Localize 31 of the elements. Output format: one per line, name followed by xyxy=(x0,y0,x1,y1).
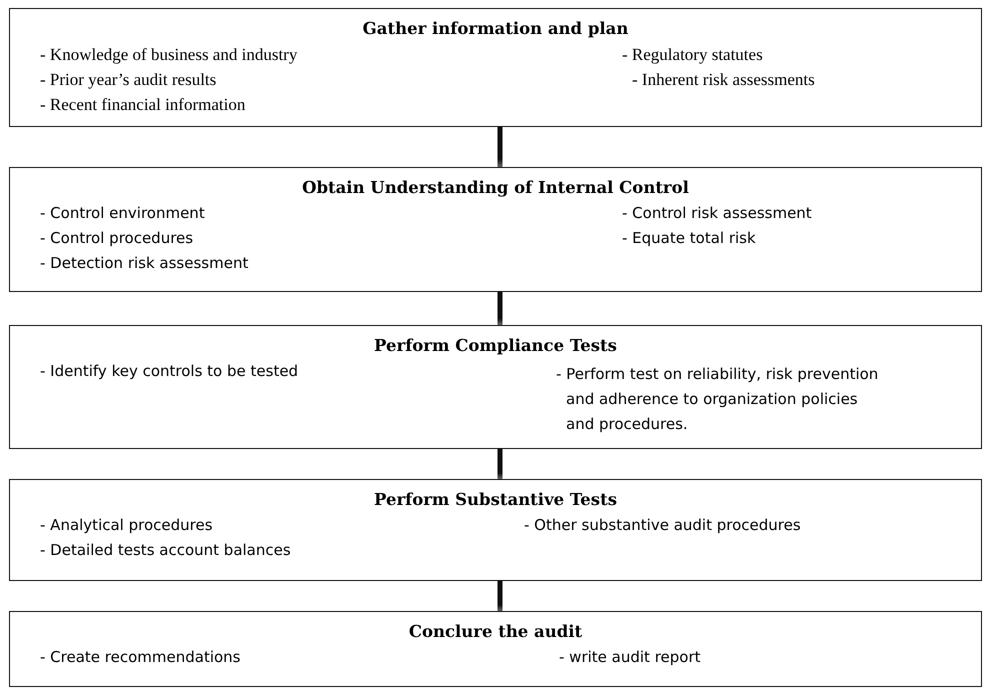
step-heading: Perform Substantive Tests xyxy=(372,490,618,509)
bullet-item: - Control risk assessment xyxy=(622,204,812,222)
step-heading: Perform Compliance Tests xyxy=(373,336,618,355)
bullet-item: - Equate total risk xyxy=(622,229,756,247)
process-box xyxy=(9,167,982,292)
connector-line xyxy=(498,292,502,325)
bullet-item: - Create recommendations xyxy=(40,648,241,666)
process-box xyxy=(9,8,982,127)
bullet-item: - Inherent risk assessments xyxy=(632,70,815,90)
connector-line xyxy=(498,581,502,611)
bullet-item: - Perform test on reliability, risk prevention and adherence to organization policies and procedures. xyxy=(556,364,880,435)
bullet-item: - Detection risk assessment xyxy=(40,254,248,272)
connector-line xyxy=(498,127,502,167)
step-heading: Obtain Understanding of Internal Control xyxy=(301,178,690,197)
bullet-item: - Analytical procedures xyxy=(40,516,213,534)
process-box xyxy=(9,479,982,581)
step-heading: Conclure the audit xyxy=(408,622,584,641)
step-heading: Gather information and plan xyxy=(362,19,630,38)
process-box xyxy=(9,325,982,449)
bullet-item: - write audit report xyxy=(559,648,701,666)
bullet-item: - Other substantive audit procedures xyxy=(524,516,801,534)
bullet-item: - Regulatory statutes xyxy=(622,45,763,65)
connector-line xyxy=(498,449,502,479)
bullet-item: - Identify key controls to be tested xyxy=(40,362,298,380)
process-box xyxy=(9,611,982,687)
bullet-item: - Prior year’s audit results xyxy=(40,70,216,90)
bullet-item: - Knowledge of business and industry xyxy=(40,45,298,65)
bullet-item: - Control environment xyxy=(40,204,205,222)
bullet-item: - Control procedures xyxy=(40,229,194,247)
bullet-item: - Recent financial information xyxy=(40,95,246,115)
bullet-item: - Detailed tests account balances xyxy=(40,541,291,559)
